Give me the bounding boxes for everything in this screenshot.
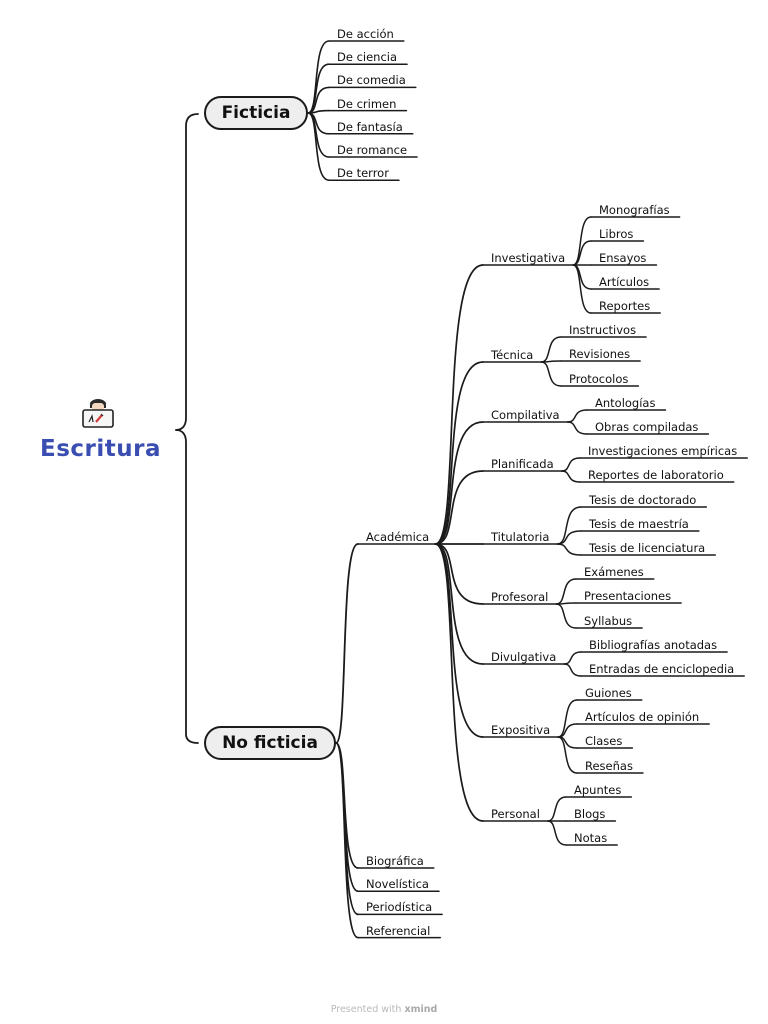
academic-item[interactable]: Ensayos [599, 251, 647, 265]
academic-item[interactable]: Apuntes [574, 783, 622, 797]
academic-item[interactable]: Artículos de opinión [585, 710, 700, 724]
writer-laptop-icon [80, 394, 116, 428]
academic-item[interactable]: Entradas de enciclopedia [589, 662, 735, 676]
topic-novelística[interactable]: Novelística [366, 877, 429, 892]
topic-biográfica[interactable]: Biográfica [366, 854, 424, 868]
academic-item[interactable]: Tesis de maestría [589, 517, 689, 531]
academic-item[interactable]: Instructivos [569, 323, 637, 337]
academic-item[interactable]: Exámenes [584, 565, 644, 579]
root-topic-title[interactable]: Escritura [40, 436, 161, 462]
academic-item[interactable]: Reportes de laboratorio [588, 468, 724, 482]
group-1[interactable]: Técnica [491, 348, 534, 362]
topic-no-ficticia[interactable]: No ficticia [204, 726, 336, 760]
topic-referencial[interactable]: Referencial [366, 923, 431, 938]
presented-with-footer: Presented with xmind [0, 1004, 768, 1015]
academic-item[interactable]: Syllabus [584, 614, 633, 628]
academic-item[interactable]: Revisiones [569, 347, 631, 361]
ficticia-item[interactable]: De romance [337, 143, 408, 157]
group-3[interactable]: Planificada [491, 457, 554, 471]
academic-item[interactable]: Presentaciones [584, 589, 672, 603]
academic-item[interactable]: Libros [599, 227, 634, 241]
academic-item[interactable]: Investigaciones empíricas [588, 444, 738, 458]
group-7[interactable]: Expositiva [491, 723, 551, 737]
footer-prefix: Presented with [330, 1004, 402, 1015]
academic-item[interactable]: Reseñas [585, 759, 633, 773]
academic-item[interactable]: Tesis de licenciatura [589, 541, 706, 555]
topic-periodística[interactable]: Periodística [366, 900, 433, 915]
group-0[interactable]: Investigativa [491, 251, 566, 265]
academic-item[interactable]: Blogs [574, 807, 606, 821]
group-4[interactable]: Titulatoria [491, 530, 550, 544]
group-5[interactable]: Profesoral [491, 590, 549, 604]
academic-item[interactable]: Artículos [599, 275, 650, 289]
ficticia-item[interactable]: De ciencia [337, 50, 398, 65]
academic-item[interactable]: Clases [585, 734, 623, 748]
academic-item[interactable]: Protocolos [569, 372, 629, 386]
ficticia-item[interactable]: De terror [337, 166, 389, 181]
group-6[interactable]: Divulgativa [491, 650, 557, 664]
ficticia-item[interactable]: De crimen [337, 96, 397, 111]
group-2[interactable]: Compilativa [491, 408, 560, 422]
academic-item[interactable]: Reportes [599, 299, 651, 313]
topic-academica[interactable]: Académica [366, 530, 430, 544]
ficticia-item[interactable]: De acción [337, 27, 394, 41]
academic-item[interactable]: Guiones [585, 686, 632, 700]
topic-ficticia[interactable]: Ficticia [204, 96, 308, 130]
ficticia-item[interactable]: De comedia [337, 73, 406, 88]
academic-item[interactable]: Bibliografías anotadas [589, 638, 718, 652]
xmind-brand: xmind [404, 1004, 438, 1015]
academic-item[interactable]: Monografías [599, 203, 670, 217]
academic-item[interactable]: Tesis de doctorado [589, 493, 697, 507]
group-8[interactable]: Personal [491, 807, 540, 821]
academic-item[interactable]: Antologías [595, 396, 656, 410]
academic-item[interactable]: Notas [574, 831, 608, 845]
academic-item[interactable]: Obras compiladas [595, 420, 699, 434]
ficticia-item[interactable]: De fantasía [337, 119, 403, 134]
